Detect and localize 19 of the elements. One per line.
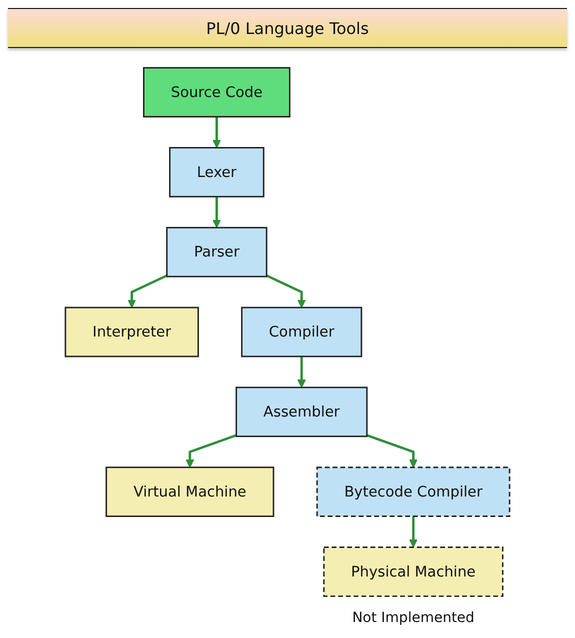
title-banner: PL/0 Language Tools [8, 8, 567, 48]
arrow [366, 434, 418, 468]
output-box: Interpreter [64, 306, 199, 358]
note: Not Implemented [352, 610, 474, 626]
arrow [212, 116, 221, 148]
arrow [212, 196, 221, 228]
output-box: Physical Machine [323, 546, 504, 597]
process-box: Parser [166, 226, 268, 278]
process-box: Compiler [241, 306, 362, 358]
process-box: Bytecode Compiler [316, 466, 510, 517]
arrow [128, 274, 168, 308]
arrow [186, 434, 237, 468]
arrow [266, 274, 306, 308]
arrow [297, 356, 306, 388]
process-box: Assembler [236, 386, 368, 438]
start-box: Source Code [143, 67, 290, 118]
process-box: Lexer [169, 147, 264, 198]
output-box: Virtual Machine [106, 466, 274, 517]
arrow [409, 516, 418, 548]
